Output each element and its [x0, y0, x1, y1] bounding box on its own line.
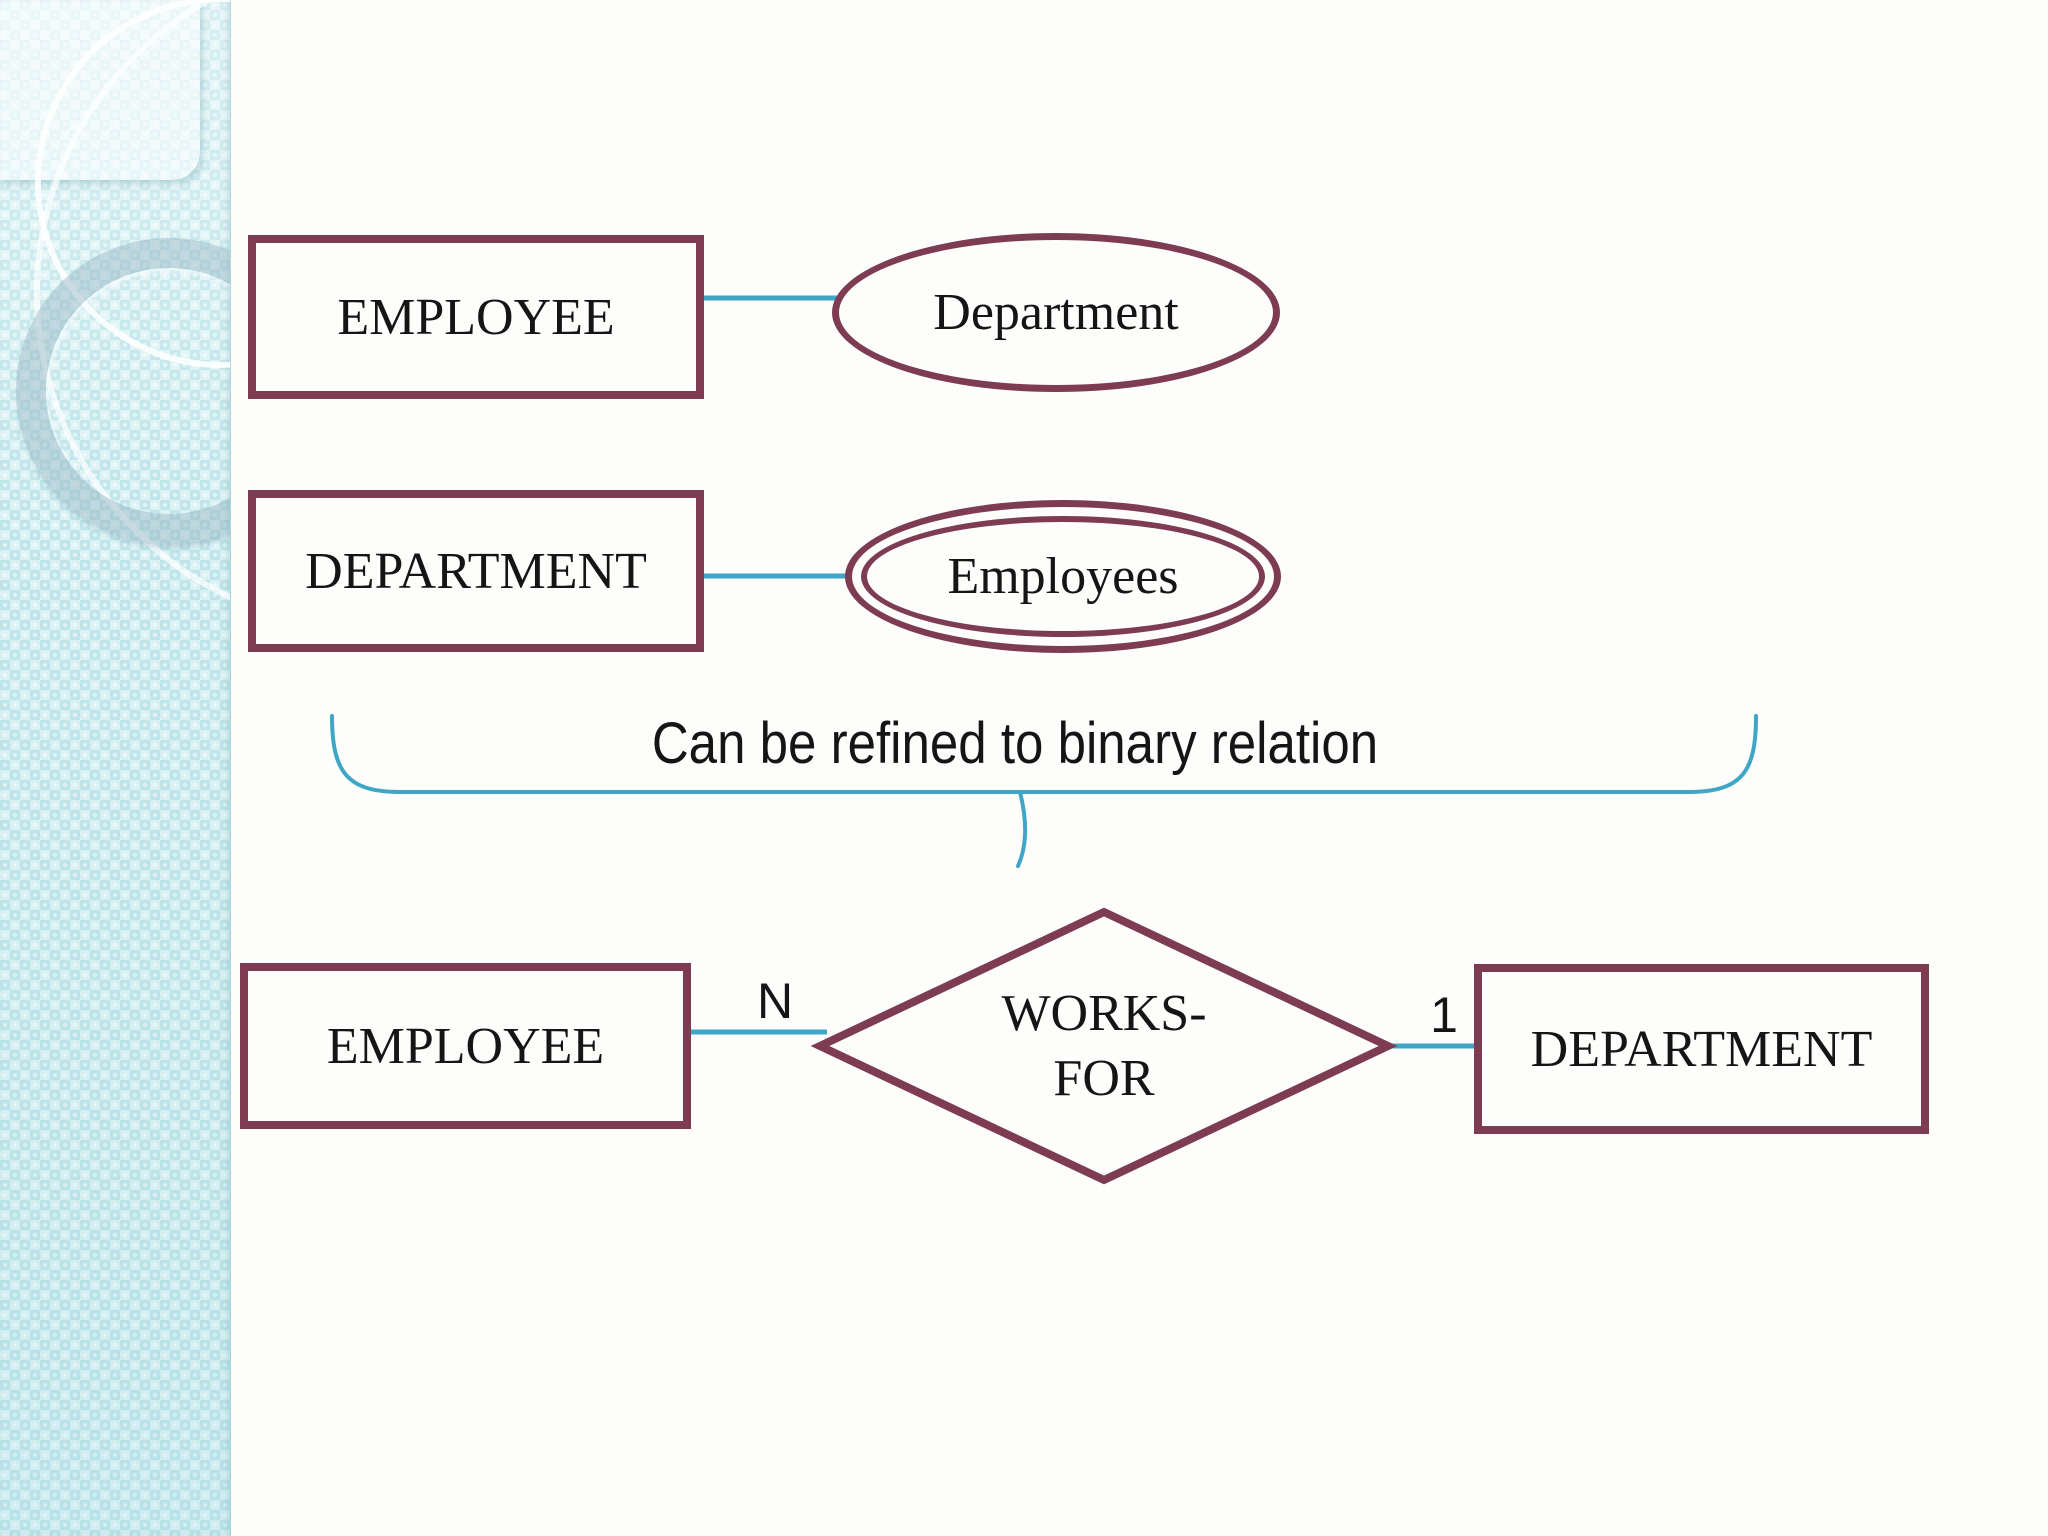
entity-box-department-bottom: DEPARTMENT: [1474, 964, 1929, 1134]
cardinality-label-n: N: [756, 973, 794, 1029]
entity-label: EMPLOYEE: [337, 288, 615, 346]
annotation-text: Can be refined to binary relation: [651, 711, 1379, 776]
multivalued-attribute-ellipse-employees: Employees: [845, 500, 1281, 653]
relationship-diamond-works-for: [810, 907, 1398, 1185]
attribute-ellipse-department: Department: [832, 233, 1280, 392]
relationship-label-line1: WORKS-: [1001, 985, 1207, 1042]
entity-box-department-mid: DEPARTMENT: [248, 490, 704, 652]
inner-ellipse-outline: [861, 516, 1265, 637]
attribute-label: Department: [933, 284, 1179, 341]
cardinality-label-1: 1: [1430, 987, 1458, 1043]
entity-box-employee-bottom: EMPLOYEE: [240, 963, 691, 1129]
entity-label: EMPLOYEE: [326, 1017, 605, 1075]
relationship-label-line2: FOR: [1053, 1050, 1155, 1107]
entity-box-employee-top: EMPLOYEE: [248, 235, 704, 399]
horizontal-brace: [330, 714, 1758, 794]
relationship-label-works-for: WORKS- FOR: [954, 966, 1254, 1126]
brace-center-stem: [1016, 790, 1028, 868]
sidebar-decoration: [0, 0, 231, 1536]
entity-label: DEPARTMENT: [305, 542, 647, 600]
entity-label: DEPARTMENT: [1530, 1020, 1873, 1078]
